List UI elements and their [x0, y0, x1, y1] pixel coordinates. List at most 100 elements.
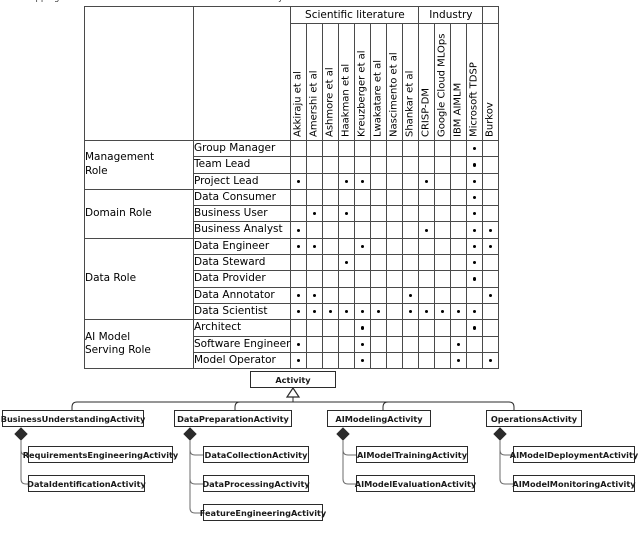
cell-marked [338, 205, 356, 223]
cell-empty [290, 139, 308, 158]
col-header-akkiraju-label: Akkiraju et al [292, 71, 304, 137]
cell-marked [418, 221, 436, 239]
col-header-shankar: Shankar et al [402, 23, 420, 141]
row-group-label-line: Domain Role [85, 207, 152, 220]
dot-marker-icon [313, 212, 317, 216]
cell-empty [386, 188, 404, 207]
cell-empty [418, 319, 436, 337]
node-activity[interactable]: Activity [250, 371, 336, 388]
node-aimodelingactivity[interactable]: AIModelingActivity [327, 410, 431, 427]
dot-marker-icon [361, 244, 365, 249]
composition-diamond-datapreparation-icon [183, 427, 197, 441]
cell-marked [338, 302, 356, 321]
table-row: Software Engineer [85, 335, 500, 353]
dot-marker-icon [297, 293, 301, 297]
cell-empty [402, 270, 420, 288]
node-aimodeldeploymentactivity[interactable]: AIModelDeploymentActivity [510, 446, 638, 463]
generalization-arrow-icon [285, 386, 301, 398]
cell-empty [434, 286, 452, 304]
cell-empty [402, 156, 420, 174]
column-header-row: Akkiraju et al Amershi et al Ashmore et … [85, 23, 500, 141]
cell-empty [450, 156, 468, 174]
cell-empty [290, 254, 308, 272]
cell-empty [306, 139, 324, 158]
dot-marker-icon [425, 310, 429, 314]
node-requirementsengineeringactivity[interactable]: RequirementsEngineeringActivity [23, 446, 178, 463]
dot-marker-icon [473, 163, 477, 167]
role-label: Software Engineer [192, 335, 292, 353]
cell-empty [482, 254, 500, 272]
cell-empty [402, 188, 420, 207]
cell-empty [402, 335, 420, 353]
col-header-ashmore-label: Ashmore et al [324, 67, 336, 137]
cell-marked [290, 286, 308, 304]
col-header-ibm-aimlm: IBM AIMLM [450, 23, 468, 141]
col-header-microsoft-tdsp: Microsoft TDSP [466, 23, 484, 141]
cell-empty [354, 139, 372, 158]
bus-branch-3 [382, 401, 389, 414]
cell-empty [338, 156, 356, 174]
cell-empty [402, 351, 420, 370]
cell-empty [338, 221, 356, 239]
corner-cell-group [84, 6, 194, 141]
cell-empty [338, 139, 356, 158]
col-header-amershi-label: Amershi et al [308, 70, 320, 137]
cell-empty [386, 302, 404, 321]
col-header-amershi: Amershi et al [306, 23, 324, 141]
dot-marker-icon [473, 179, 477, 183]
cell-empty [370, 335, 388, 353]
cell-empty [354, 156, 372, 174]
cell-empty [482, 205, 500, 223]
role-label: Model Operator [192, 351, 292, 370]
cell-marked [338, 172, 356, 190]
node-datapreparationactivity[interactable]: DataPreparationActivity [174, 410, 292, 427]
cell-empty [434, 205, 452, 223]
cell-empty [386, 286, 404, 304]
cell-empty [322, 351, 340, 370]
cell-marked [354, 319, 372, 337]
cell-empty [354, 188, 372, 207]
node-operationsactivity[interactable]: OperationsActivity [486, 410, 582, 427]
dot-marker-icon [361, 310, 365, 314]
node-aimodelevaluationactivity[interactable]: AIModelEvaluationActivity [355, 475, 476, 492]
cell-marked [354, 172, 372, 190]
dot-marker-icon [377, 310, 381, 314]
cell-empty [466, 286, 484, 304]
cell-empty [482, 319, 500, 337]
dot-marker-icon [489, 358, 493, 363]
cell-marked [290, 221, 308, 239]
cell-empty [402, 237, 420, 256]
node-dataprocessingactivity[interactable]: DataProcessingActivity [202, 475, 310, 492]
col-header-shankar-label: Shankar et al [404, 70, 416, 137]
col-header-crisp-dm-label: CRISP-DM [420, 88, 432, 137]
role-label: Data Provider [192, 270, 292, 288]
cell-empty [482, 139, 500, 158]
cell-empty [450, 221, 468, 239]
cell-empty [402, 254, 420, 272]
cell-empty [386, 319, 404, 337]
col-header-kreuzberger-label: Kreuzberger et al [356, 50, 368, 137]
cell-marked [290, 351, 308, 370]
node-featureengineeringactivity[interactable]: FeatureEngineeringActivity [200, 504, 326, 521]
role-label: Project Lead [192, 172, 292, 190]
cell-empty [434, 139, 452, 158]
cell-marked [370, 302, 388, 321]
table-head: Scientific literature Industry Akkiraju … [84, 6, 500, 141]
figure-caption: mapping of roles of the used focus metho… [22, 0, 622, 2]
node-businessunderstandingactivity[interactable]: BusinessUnderstandingActivity [1, 410, 145, 427]
dot-marker-icon [425, 228, 429, 232]
node-aimodeltrainingactivity[interactable]: AIModelTrainingActivity [356, 446, 468, 463]
dot-marker-icon [313, 293, 317, 297]
cell-empty [290, 156, 308, 174]
cell-marked [466, 221, 484, 239]
node-dataidentificationactivity[interactable]: DataIdentificationActivity [27, 475, 146, 492]
col-header-google-cloud-mlops: Google Cloud MLOps [434, 23, 452, 141]
cell-empty [386, 335, 404, 353]
node-datacollectionactivity[interactable]: DataCollectionActivity [203, 446, 309, 463]
node-aimodelmonitoringactivity[interactable]: AIModelMonitoringActivity [512, 475, 636, 492]
cell-empty [354, 254, 372, 272]
cell-empty [482, 335, 500, 353]
cell-marked [482, 221, 500, 239]
